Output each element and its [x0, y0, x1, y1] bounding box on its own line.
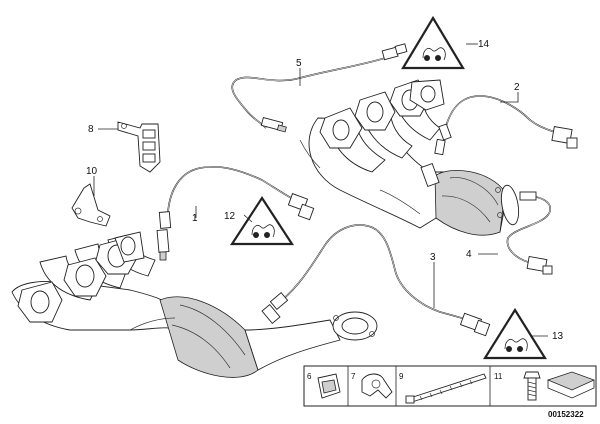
warning-triangle-icon — [229, 195, 295, 246]
cable-clip-icon — [317, 373, 341, 399]
legend-item-11: 11 — [494, 372, 503, 381]
legend-item-6: 6 — [307, 372, 312, 381]
callout-8: 8 — [88, 124, 94, 135]
callout-4: 4 — [466, 249, 472, 260]
diagram-number: 00152322 — [548, 410, 584, 419]
legend-item-9: 9 — [399, 372, 404, 381]
callout-2: 2 — [514, 82, 520, 93]
callout-labels: 5 14 2 8 10 1 12 4 3 13 — [86, 39, 564, 342]
sensor-wires — [156, 43, 578, 337]
lower-exhaust-manifold — [11, 231, 378, 378]
callout-12: 12 — [224, 211, 236, 222]
callout-13: 13 — [552, 331, 564, 342]
upper-exhaust-manifold — [299, 79, 520, 236]
warning-triangle-icon — [401, 15, 465, 70]
callout-5: 5 — [296, 58, 302, 69]
callout-3: 3 — [430, 252, 436, 263]
callout-leaders — [93, 43, 548, 337]
bracket-10 — [71, 183, 111, 227]
bolt-icon — [523, 371, 541, 401]
bracket-8 — [117, 121, 161, 173]
warning-triangle-icon — [483, 307, 547, 360]
callout-14: 14 — [478, 39, 490, 50]
legend-item-7: 7 — [351, 372, 356, 381]
cable-tie-icon — [405, 373, 487, 404]
small-parts-legend: 6 7 9 11 — [303, 365, 597, 407]
washer-icon — [546, 371, 596, 399]
callout-1: 1 — [192, 213, 198, 224]
cable-clip-icon — [361, 373, 393, 399]
callout-10: 10 — [86, 166, 98, 177]
